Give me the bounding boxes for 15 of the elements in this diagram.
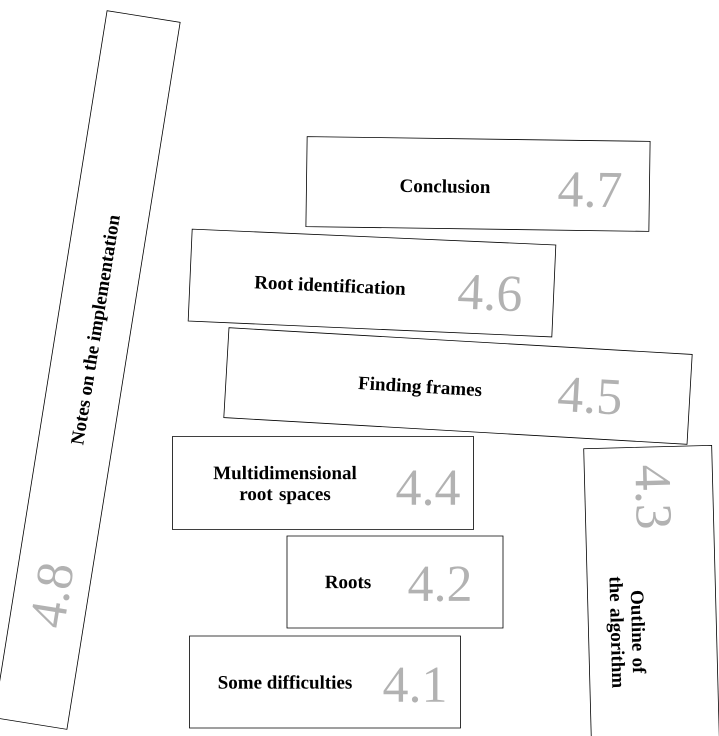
section-title: Some difficulties — [218, 675, 352, 689]
section-title: Outline of the algorithm — [606, 576, 646, 688]
section-number: 4.6 — [458, 275, 521, 312]
section-title: Finding frames — [358, 376, 482, 397]
section-title: Multidimensional root spaces — [214, 466, 356, 504]
section-number: 4.5 — [558, 378, 620, 414]
section-title: Root identification — [254, 276, 406, 295]
section-number: 4.7 — [558, 172, 622, 208]
section-title: Roots — [325, 576, 371, 588]
section-number: 4.1 — [384, 667, 444, 703]
section-number: 4.3 — [635, 466, 672, 528]
section-number: 4.4 — [396, 470, 460, 506]
section-number: 4.2 — [408, 566, 470, 602]
section-number: 4.8 — [32, 564, 73, 628]
section-title: Conclusion — [400, 179, 490, 194]
